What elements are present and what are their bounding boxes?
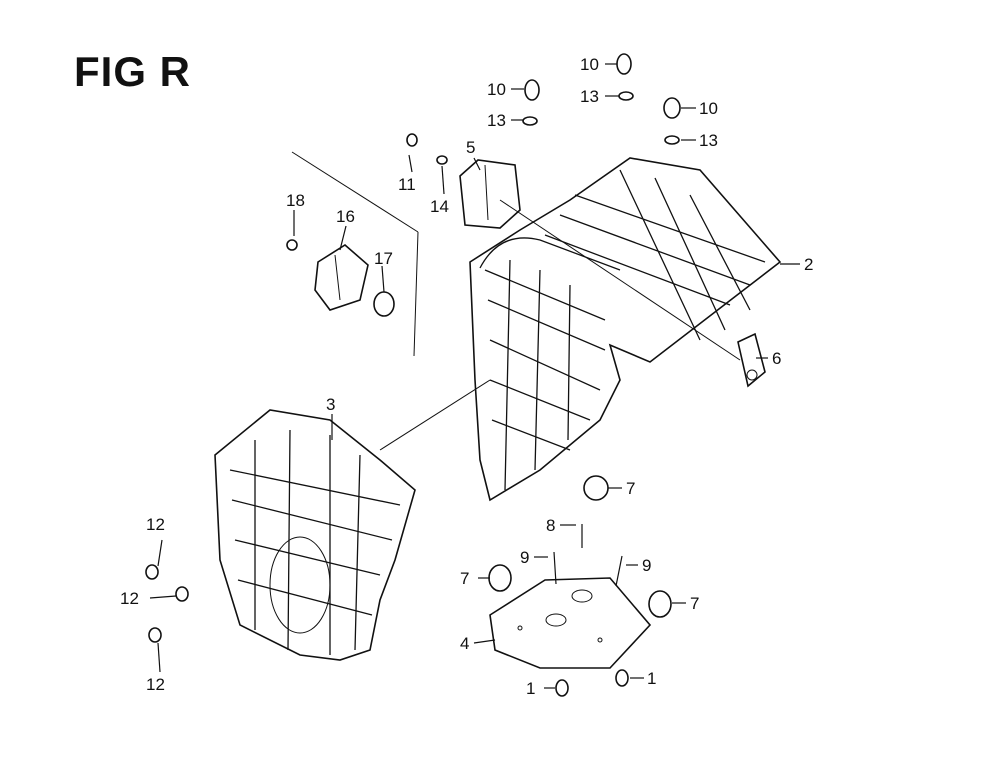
callout-label: 2 <box>804 255 813 274</box>
callout-label: 7 <box>690 594 699 613</box>
part-5-clip <box>459 159 521 229</box>
part-16-clip <box>314 244 369 311</box>
callout-label: 3 <box>326 395 335 414</box>
callout-label: 12 <box>120 589 139 608</box>
callout-label: 9 <box>642 556 651 575</box>
callout-label: 13 <box>699 131 718 150</box>
callout-label: 16 <box>336 207 355 226</box>
callout-label: 11 <box>398 175 416 194</box>
callout-label: 9 <box>520 548 529 567</box>
leader-lines <box>149 63 800 689</box>
callout-label: 13 <box>580 87 599 106</box>
fasteners <box>145 53 681 697</box>
callout-label: 1 <box>647 669 656 688</box>
callout-label: 7 <box>626 479 635 498</box>
callout-label: 10 <box>580 55 599 74</box>
callout-label: 12 <box>146 515 165 534</box>
part-17-grommet <box>373 291 395 317</box>
callout-label: 5 <box>466 138 475 157</box>
part-6-bracket <box>737 332 766 388</box>
callout-labels: 1 1 2 3 4 5 6 7 7 7 8 9 9 10 10 10 11 12… <box>120 55 813 698</box>
callout-label: 1 <box>526 679 535 698</box>
callout-label: 10 <box>699 99 718 118</box>
callout-label: 7 <box>460 569 469 588</box>
part-3-lower-housing <box>214 409 416 661</box>
callout-label: 18 <box>286 191 305 210</box>
part-2-upper-plate <box>469 157 782 502</box>
figure-title: FIG R <box>74 48 191 95</box>
part-4-base-plate <box>489 577 652 669</box>
callout-label: 17 <box>374 249 393 268</box>
callout-label: 14 <box>430 197 449 216</box>
callout-label: 12 <box>146 675 165 694</box>
callout-label: 8 <box>546 516 555 535</box>
callout-label: 6 <box>772 349 781 368</box>
callout-label: 4 <box>460 634 469 653</box>
callout-label: 13 <box>487 111 506 130</box>
callout-label: 10 <box>487 80 506 99</box>
inset-divider <box>291 151 419 357</box>
